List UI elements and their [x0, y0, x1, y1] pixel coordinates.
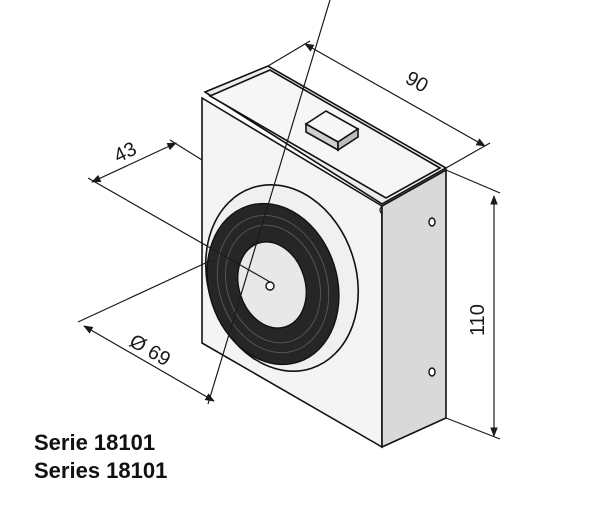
mounting-hole-upper	[428, 217, 436, 227]
dimension-diameter-label: Ø 69	[126, 330, 175, 371]
dimension-height-label: 110	[467, 304, 489, 336]
dimension-depth-label: 43	[111, 138, 141, 168]
series-caption-line2: Series 18101	[34, 458, 168, 483]
magnet-assembly	[204, 184, 360, 372]
dimension-width-label: 90	[402, 67, 432, 97]
housing-side-face	[381, 168, 447, 449]
mounting-hole-lower	[428, 367, 436, 377]
series-caption-line1: Serie 18101	[34, 430, 156, 455]
magnet-center-pin	[265, 281, 275, 291]
dimension-height: 110	[445, 169, 501, 440]
